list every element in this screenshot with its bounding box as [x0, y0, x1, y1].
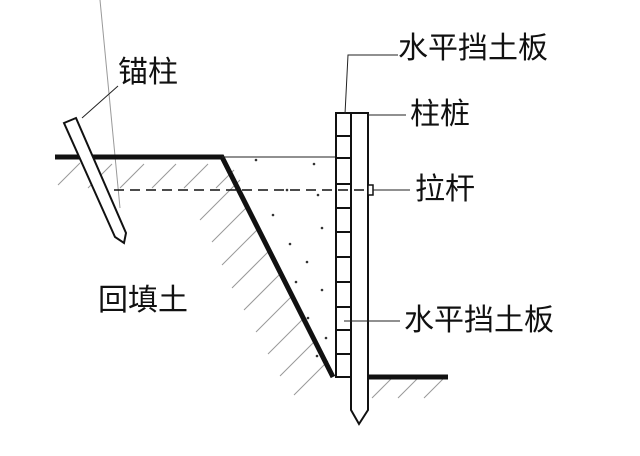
- label-column-pile: 柱桩: [410, 97, 470, 132]
- tie-rod-nut: [367, 184, 374, 196]
- column-pile: [350, 112, 369, 426]
- label-tie-rod: 拉杆: [415, 172, 475, 207]
- leader-top-board: [344, 54, 398, 115]
- label-backfill: 回填土: [98, 283, 188, 318]
- soil-hatching: [57, 0, 445, 399]
- label-top-board: 水平挡土板: [398, 31, 548, 66]
- backfill-dots: [254, 158, 328, 358]
- horizontal-boards: [335, 112, 352, 378]
- label-anchor-post: 锚柱: [118, 55, 178, 90]
- leader-anchor-post: [81, 85, 119, 119]
- leader-lines: [81, 54, 410, 322]
- anchor-post: [62, 116, 128, 245]
- label-bottom-board: 水平挡土板: [404, 303, 554, 338]
